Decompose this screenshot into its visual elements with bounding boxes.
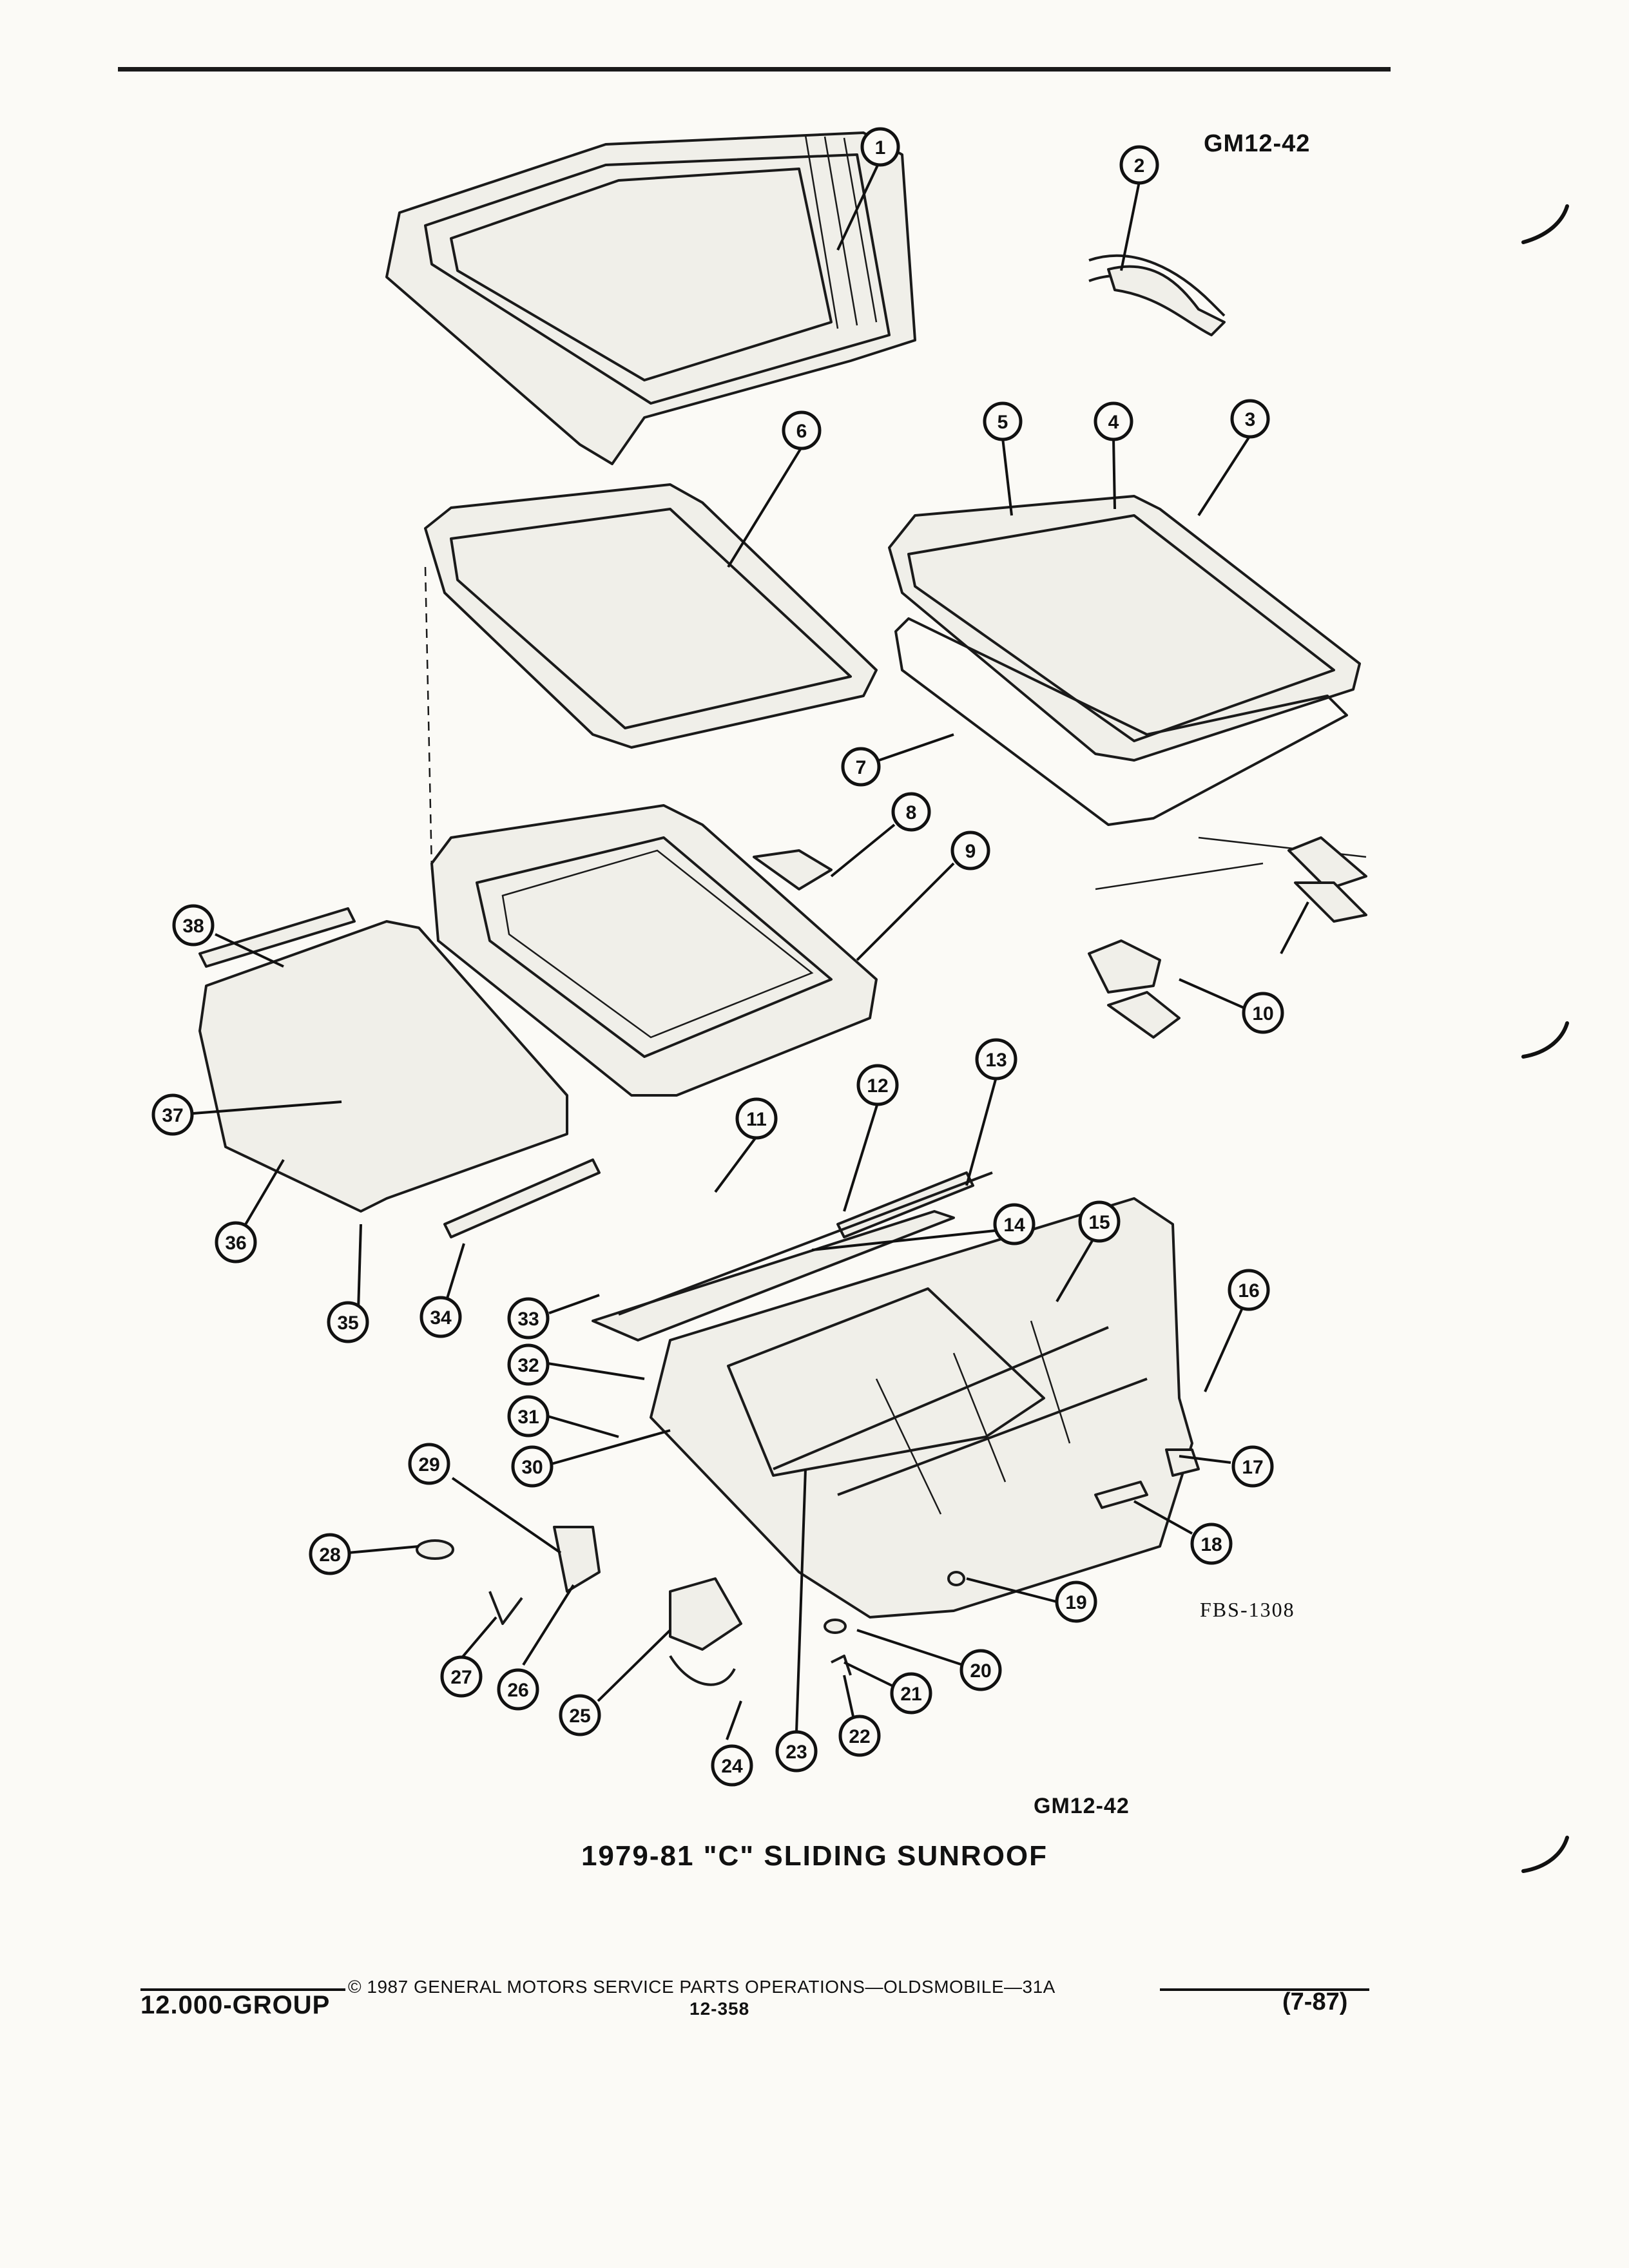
callout-19: 19 bbox=[1055, 1581, 1097, 1623]
callout-13: 13 bbox=[975, 1038, 1017, 1081]
callout-24: 24 bbox=[711, 1744, 753, 1787]
svg-text:38: 38 bbox=[182, 916, 204, 937]
svg-text:31: 31 bbox=[517, 1407, 539, 1428]
svg-text:3: 3 bbox=[1245, 409, 1256, 430]
callout-7: 7 bbox=[841, 747, 881, 787]
callout-16: 16 bbox=[1228, 1269, 1270, 1311]
svg-text:34: 34 bbox=[430, 1307, 452, 1329]
footer-copyright: © 1987 GENERAL MOTORS SERVICE PARTS OPER… bbox=[348, 1977, 1055, 1997]
svg-text:1: 1 bbox=[875, 137, 886, 159]
sunroof-frame-drawing bbox=[424, 566, 878, 1097]
svg-text:8: 8 bbox=[906, 802, 917, 823]
svg-text:11: 11 bbox=[746, 1109, 767, 1130]
callout-9: 9 bbox=[950, 831, 990, 870]
callout-8: 8 bbox=[891, 792, 931, 832]
top-rule bbox=[118, 67, 1391, 72]
weatherstrip-drawing bbox=[1088, 254, 1226, 336]
callout-20: 20 bbox=[959, 1649, 1002, 1691]
footer-group-number: 12.000-GROUP bbox=[140, 1991, 331, 2019]
headliner-panel-drawing bbox=[198, 907, 601, 1238]
figure-code-bottom: GM12-42 bbox=[1034, 1794, 1130, 1818]
svg-text:17: 17 bbox=[1242, 1457, 1263, 1478]
callout-15: 15 bbox=[1078, 1200, 1121, 1243]
svg-text:24: 24 bbox=[721, 1756, 743, 1777]
callout-21: 21 bbox=[890, 1672, 932, 1715]
binding-mark-1 bbox=[1521, 204, 1569, 244]
callout-14: 14 bbox=[993, 1203, 1036, 1245]
callout-22: 22 bbox=[838, 1715, 881, 1757]
svg-text:32: 32 bbox=[517, 1355, 539, 1376]
callout-35: 35 bbox=[327, 1301, 369, 1343]
callout-6: 6 bbox=[782, 410, 822, 450]
roof-panel-drawing bbox=[385, 131, 916, 465]
svg-text:10: 10 bbox=[1252, 1003, 1273, 1024]
figure-code-top: GM12-42 bbox=[1204, 130, 1311, 157]
svg-text:23: 23 bbox=[786, 1742, 807, 1763]
svg-text:7: 7 bbox=[856, 757, 867, 778]
callout-18: 18 bbox=[1190, 1523, 1233, 1565]
svg-text:25: 25 bbox=[569, 1706, 590, 1727]
callout-11: 11 bbox=[735, 1097, 778, 1140]
svg-text:6: 6 bbox=[796, 421, 807, 442]
svg-text:33: 33 bbox=[517, 1309, 539, 1330]
callout-1: 1 bbox=[860, 127, 900, 167]
callout-23: 23 bbox=[775, 1730, 818, 1773]
footer-revision-date: (7-87) bbox=[1282, 1988, 1348, 2015]
svg-text:26: 26 bbox=[507, 1680, 528, 1701]
svg-text:4: 4 bbox=[1108, 412, 1119, 433]
svg-text:28: 28 bbox=[319, 1544, 340, 1566]
callout-34: 34 bbox=[419, 1296, 462, 1338]
footer-rule-right bbox=[1160, 1988, 1369, 1991]
callout-33: 33 bbox=[507, 1297, 550, 1340]
callout-28: 28 bbox=[309, 1533, 351, 1575]
svg-text:20: 20 bbox=[970, 1660, 991, 1682]
glass-panel-drawing bbox=[424, 483, 878, 749]
leader-lines bbox=[193, 159, 1309, 1740]
svg-text:30: 30 bbox=[521, 1457, 543, 1478]
binding-mark-2 bbox=[1521, 1021, 1569, 1059]
callout-2: 2 bbox=[1119, 145, 1159, 185]
callout-10: 10 bbox=[1242, 992, 1284, 1034]
sliding-panel-drawing bbox=[888, 495, 1367, 890]
callout-36: 36 bbox=[215, 1221, 257, 1264]
svg-text:12: 12 bbox=[867, 1075, 888, 1097]
svg-text:19: 19 bbox=[1065, 1592, 1086, 1613]
callout-31: 31 bbox=[507, 1395, 550, 1437]
binding-mark-3 bbox=[1521, 1836, 1569, 1873]
footer-rule-left bbox=[140, 1988, 345, 1991]
callout-37: 37 bbox=[151, 1093, 194, 1136]
callout-27: 27 bbox=[440, 1655, 483, 1698]
callout-17: 17 bbox=[1231, 1445, 1274, 1488]
drawing-number: FBS-1308 bbox=[1200, 1598, 1295, 1621]
svg-text:36: 36 bbox=[225, 1233, 246, 1254]
svg-text:22: 22 bbox=[849, 1726, 870, 1747]
callout-26: 26 bbox=[497, 1668, 539, 1711]
svg-text:35: 35 bbox=[337, 1312, 358, 1334]
svg-text:13: 13 bbox=[985, 1050, 1007, 1071]
callout-38: 38 bbox=[172, 904, 215, 947]
callout-25: 25 bbox=[559, 1694, 601, 1736]
svg-text:21: 21 bbox=[900, 1684, 921, 1705]
callout-30: 30 bbox=[511, 1445, 554, 1488]
figure-caption: 1979-81 "C" SLIDING SUNROOF bbox=[581, 1840, 1048, 1872]
callout-4: 4 bbox=[1094, 401, 1133, 441]
svg-text:15: 15 bbox=[1088, 1212, 1110, 1233]
svg-text:29: 29 bbox=[418, 1454, 439, 1475]
svg-text:2: 2 bbox=[1134, 155, 1145, 177]
callout-29: 29 bbox=[408, 1443, 450, 1485]
callout-12: 12 bbox=[856, 1064, 899, 1106]
callout-32: 32 bbox=[507, 1343, 550, 1386]
svg-text:18: 18 bbox=[1200, 1534, 1222, 1555]
svg-text:5: 5 bbox=[998, 412, 1008, 433]
callout-3: 3 bbox=[1230, 399, 1270, 439]
callout-5: 5 bbox=[983, 401, 1023, 441]
svg-text:27: 27 bbox=[450, 1667, 472, 1688]
svg-text:14: 14 bbox=[1003, 1215, 1025, 1236]
svg-text:37: 37 bbox=[162, 1105, 183, 1126]
svg-text:9: 9 bbox=[965, 841, 976, 862]
svg-text:16: 16 bbox=[1238, 1280, 1259, 1302]
footer-page-number: 12-358 bbox=[689, 1999, 750, 2019]
small-parts-drawing bbox=[416, 836, 1367, 1686]
